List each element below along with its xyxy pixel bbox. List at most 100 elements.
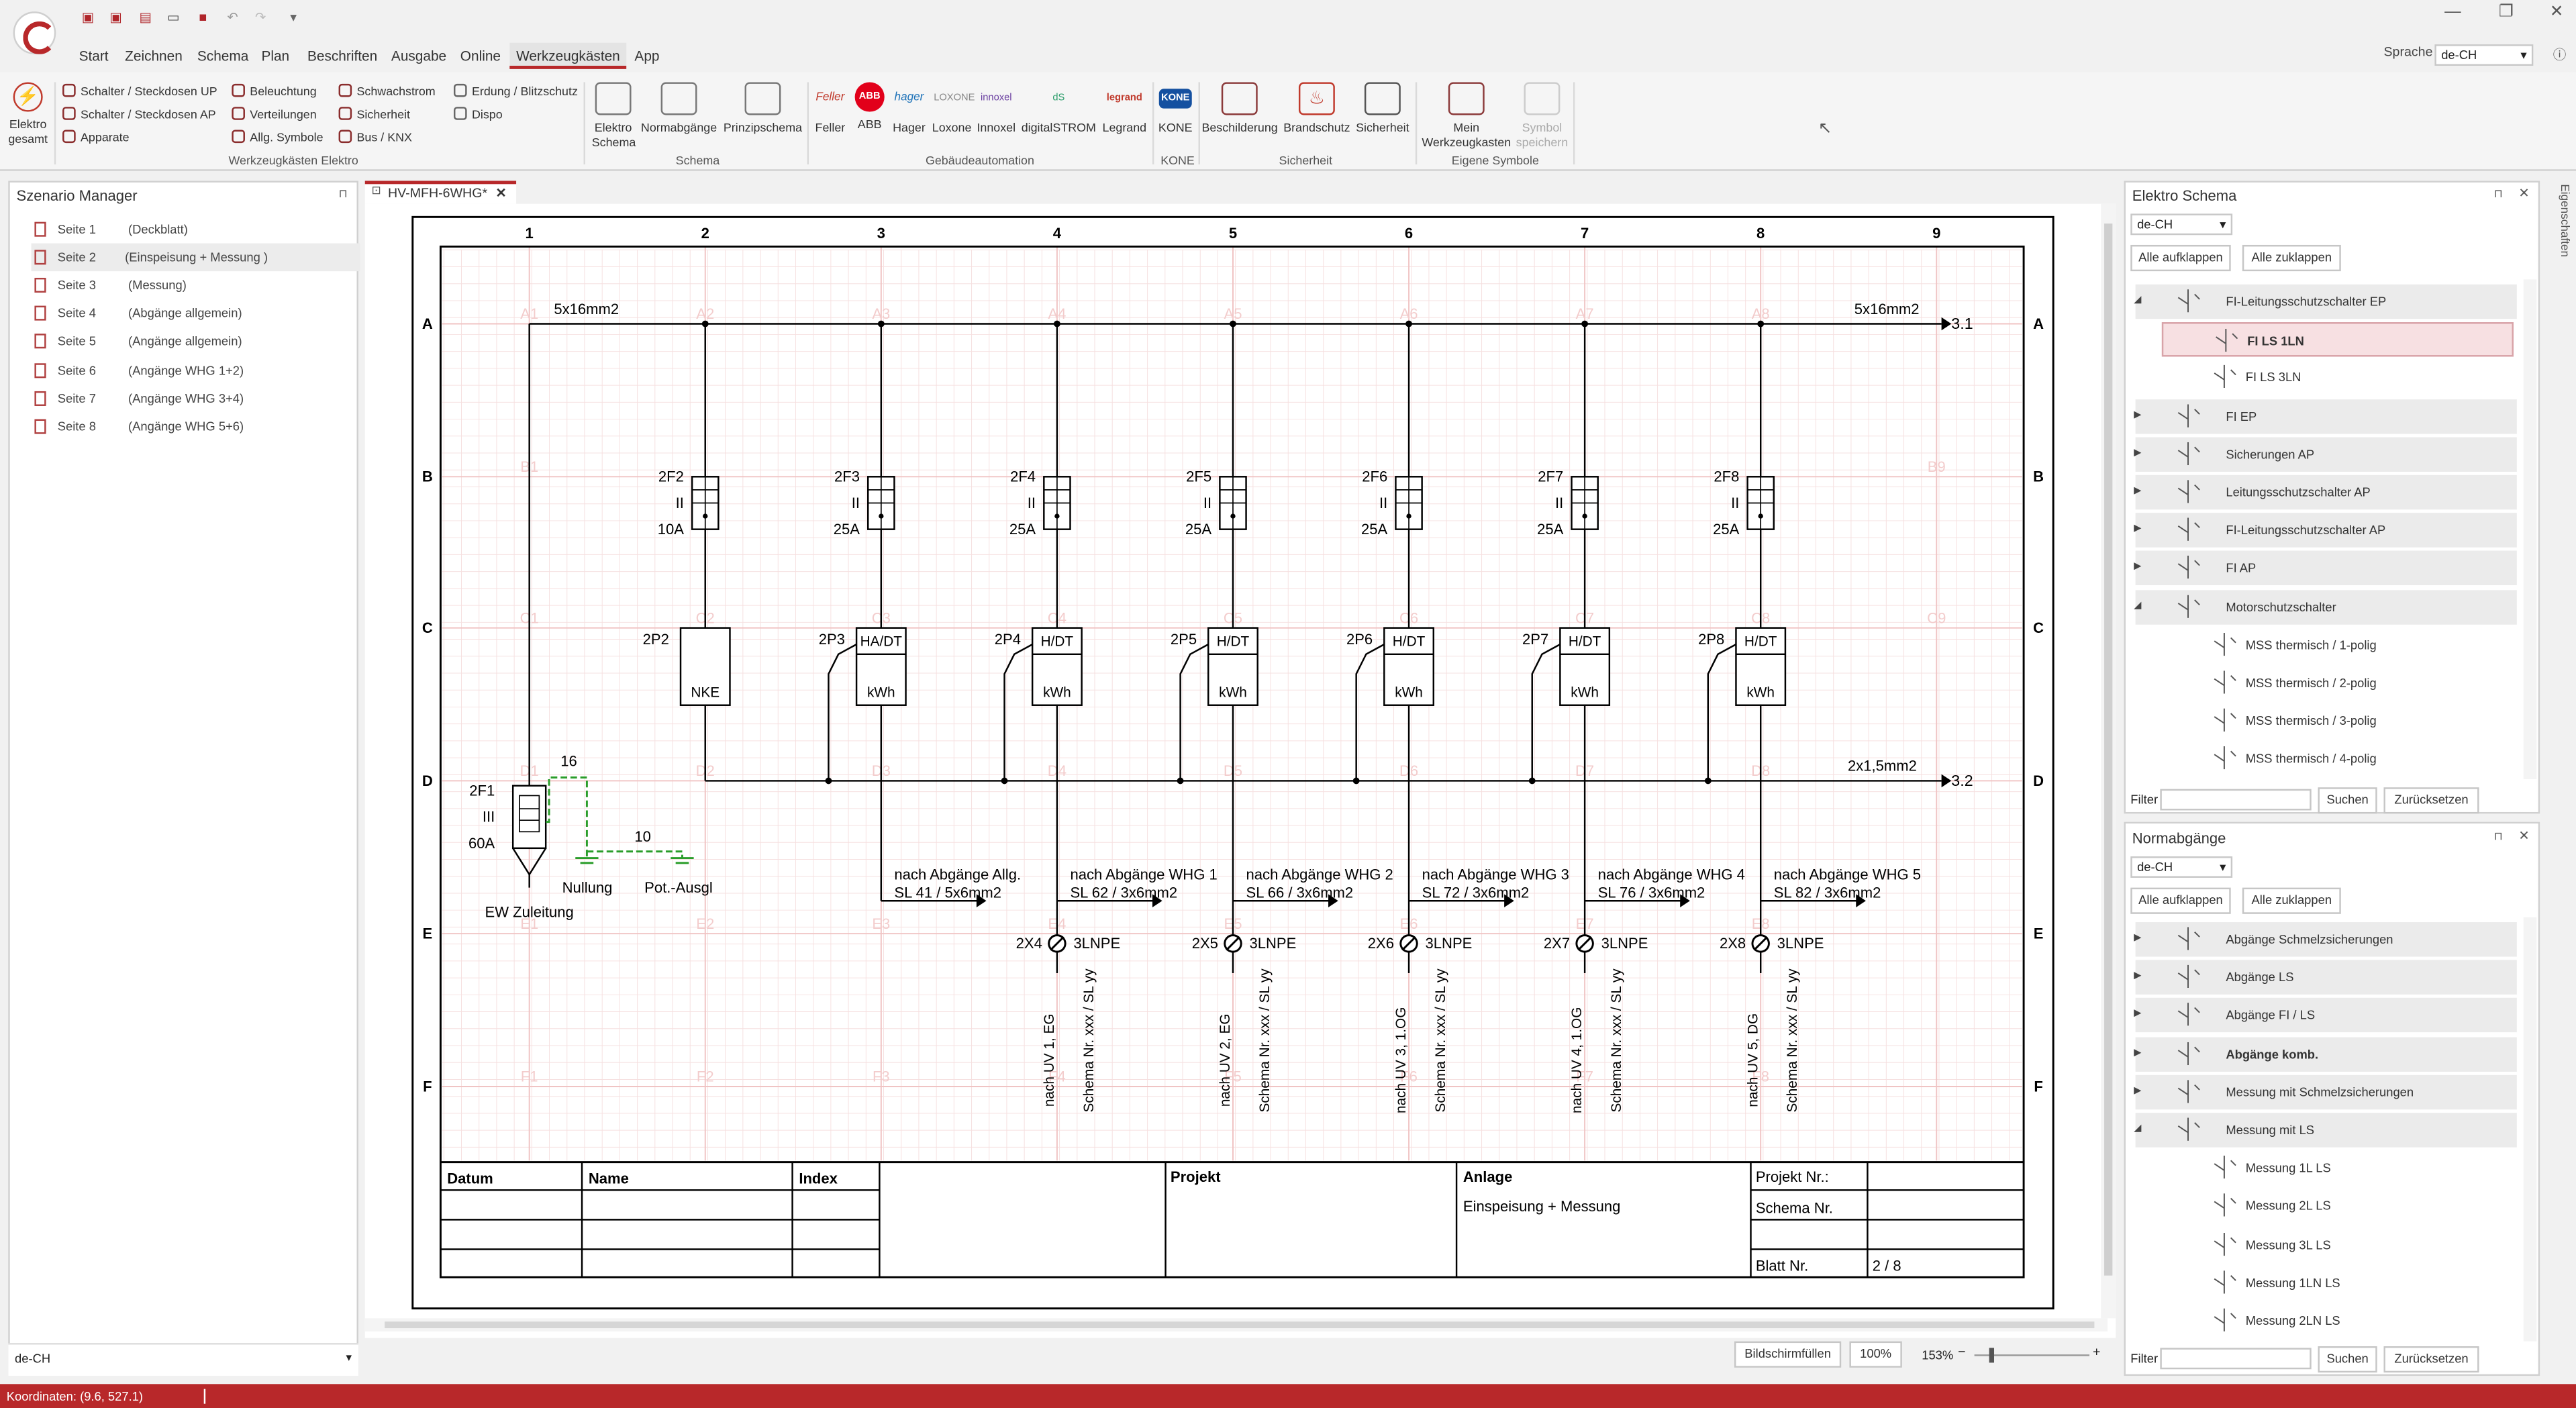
- elektro-reset-button[interactable]: Zurücksetzen: [2383, 787, 2479, 814]
- normabgaenge-tree-item[interactable]: ▶Abgänge FI / LS: [2134, 998, 2517, 1034]
- page-item[interactable]: Seite 8(Angänge WHG 5+6): [34, 412, 363, 440]
- elektro-tree-item[interactable]: MSS thermisch / 3-polig: [2162, 704, 2514, 738]
- collapse-arrow-icon[interactable]: ◢: [2134, 1124, 2142, 1135]
- symbol-speichern-button[interactable]: Symbol speichern: [1516, 82, 1568, 150]
- normabgaenge-tree-item[interactable]: ▶Abgänge komb.: [2134, 1036, 2517, 1071]
- normabgaenge-tree-item[interactable]: ▶Abgänge Schmelzsicherungen: [2134, 922, 2517, 957]
- ribbon-dispo[interactable]: Dispo: [454, 107, 503, 121]
- beschilderung-button[interactable]: Beschilderung: [1201, 82, 1278, 135]
- normabgaenge-tree-item[interactable]: Messung 1L LS: [2162, 1151, 2514, 1185]
- save-as-icon[interactable]: ▣: [109, 9, 122, 25]
- prinzipschema-button[interactable]: Prinzipschema: [724, 82, 803, 135]
- expand-arrow-icon[interactable]: ▶: [2134, 971, 2142, 982]
- open-folder-icon[interactable]: ▭: [167, 9, 180, 25]
- page-item[interactable]: Seite 6(Angänge WHG 1+2): [34, 356, 363, 384]
- menu-app[interactable]: App: [634, 48, 660, 64]
- elektro-tree-item[interactable]: ▶FI EP: [2134, 399, 2517, 434]
- vertical-scrollbar[interactable]: [2101, 203, 2116, 1319]
- collapse-arrow-icon[interactable]: ◢: [2134, 601, 2142, 611]
- menu-ausgabe[interactable]: Ausgabe: [391, 48, 447, 64]
- elektro-tree-item[interactable]: MSS thermisch / 4-polig: [2162, 742, 2514, 776]
- expand-arrow-icon[interactable]: ▶: [2134, 448, 2142, 458]
- close-tab-icon[interactable]: ✕: [495, 185, 507, 201]
- elektro-expand-all-button[interactable]: Alle aufklappen: [2130, 244, 2231, 272]
- close-panel-icon[interactable]: ✕: [2518, 828, 2530, 844]
- ribbon-schalter-ap[interactable]: Schalter / Steckdosen AP: [62, 107, 216, 121]
- elektro-tree-item[interactable]: FI LS 3LN: [2162, 360, 2514, 395]
- document-tab[interactable]: HV-MFH-6WHG*✕: [364, 181, 517, 204]
- elektro-tree-item[interactable]: FI LS 1LN: [2161, 322, 2514, 357]
- ribbon-beleuchtung[interactable]: Beleuchtung: [232, 83, 317, 99]
- elektro-schema-lang-select[interactable]: de-CH▾: [2130, 213, 2233, 236]
- zoom-slider[interactable]: [1974, 1348, 2090, 1363]
- elektro-gesamt-button[interactable]: ⚡ Elektro gesamt: [7, 82, 50, 146]
- expand-arrow-icon[interactable]: ▶: [2134, 1009, 2142, 1020]
- vertical-scroll-thumb[interactable]: [2104, 223, 2113, 1276]
- menu-plan[interactable]: Plan: [261, 48, 290, 64]
- normabgaenge-tree-item[interactable]: ▶Abgänge LS: [2134, 960, 2517, 995]
- expand-arrow-icon[interactable]: ▶: [2134, 1086, 2142, 1097]
- restore-icon[interactable]: ❐: [2498, 3, 2514, 21]
- ribbon-schalter-up[interactable]: Schalter / Steckdosen UP: [62, 83, 217, 99]
- sicherheit-button[interactable]: Sicherheit: [1354, 82, 1410, 135]
- pin-icon[interactable]: ⊓: [2493, 832, 2503, 844]
- mein-werkzeugkasten-button[interactable]: Mein Werkzeugkasten: [1420, 82, 1512, 150]
- normabgaenge-filter-input[interactable]: [2160, 1348, 2312, 1370]
- elektro-tree-item[interactable]: ▶Sicherungen AP: [2134, 437, 2517, 472]
- brandschutz-button[interactable]: ♨Brandschutz: [1282, 82, 1351, 135]
- elektro-tree-item[interactable]: ▶Leitungsschutzschalter AP: [2134, 474, 2517, 510]
- elektro-tree-item[interactable]: MSS thermisch / 2-polig: [2162, 666, 2514, 700]
- save-disk-icon[interactable]: ■: [199, 9, 207, 25]
- properties-side-tab[interactable]: Eigenschaften: [2558, 184, 2570, 258]
- ribbon-apparate[interactable]: Apparate: [62, 130, 130, 145]
- menu-start[interactable]: Start: [79, 48, 109, 64]
- horizontal-scrollbar[interactable]: [364, 1318, 2108, 1331]
- ribbon-erdung[interactable]: Erdung / Blitzschutz: [454, 83, 578, 99]
- horizontal-scroll-thumb[interactable]: [385, 1321, 2095, 1329]
- normabgaenge-tree-item[interactable]: Messung 1LN LS: [2162, 1265, 2514, 1299]
- elektro-collapse-all-button[interactable]: Alle zuklappen: [2242, 244, 2341, 272]
- expand-arrow-icon[interactable]: ▶: [2134, 1048, 2142, 1058]
- elektro-tree-item[interactable]: ▶FI-Leitungsschutzschalter AP: [2134, 513, 2517, 548]
- normabgaenge-collapse-all-button[interactable]: Alle zuklappen: [2242, 887, 2341, 914]
- fit-screen-button[interactable]: Bildschirmfüllen: [1734, 1341, 1842, 1368]
- expand-arrow-icon[interactable]: ▶: [2134, 934, 2142, 944]
- close-panel-icon[interactable]: ✕: [2518, 185, 2530, 201]
- normabgaenge-tree-item[interactable]: ◢Messung mit LS: [2134, 1113, 2517, 1148]
- app-logo[interactable]: [13, 11, 56, 54]
- language-select[interactable]: de-CH▾: [2434, 44, 2534, 66]
- pin-icon[interactable]: ⊓: [2493, 189, 2503, 201]
- elektro-tree-item[interactable]: MSS thermisch / 1-polig: [2162, 627, 2514, 662]
- elektro-search-button[interactable]: Suchen: [2318, 787, 2377, 814]
- elektro-tree-scrollbar[interactable]: [2523, 279, 2537, 779]
- page-item[interactable]: Seite 1(Deckblatt): [34, 215, 363, 244]
- normabgaenge-tree-item[interactable]: Messung 2L LS: [2162, 1189, 2514, 1223]
- pin-icon[interactable]: ⊓: [338, 189, 348, 201]
- menu-beschriften[interactable]: Beschriften: [307, 48, 378, 64]
- zoom-out-icon[interactable]: −: [1958, 1344, 1966, 1360]
- page-item[interactable]: Seite 7(Angänge WHG 3+4): [34, 384, 363, 412]
- normabgaenge-tree-item[interactable]: ▶Messung mit Schmelzsicherungen: [2134, 1074, 2517, 1109]
- normabgaenge-tree-scrollbar[interactable]: [2523, 917, 2537, 1342]
- page-item[interactable]: Seite 5(Angänge allgemein): [34, 328, 363, 356]
- elektro-tree-item[interactable]: ▶FI AP: [2134, 551, 2517, 586]
- zoom-slider-handle[interactable]: [1989, 1348, 1995, 1363]
- normabgaenge-lang-select[interactable]: de-CH▾: [2130, 856, 2233, 878]
- ribbon-schwachstrom[interactable]: Schwachstrom: [338, 83, 436, 99]
- normabgaenge-search-button[interactable]: Suchen: [2318, 1346, 2377, 1373]
- zoom-100-button[interactable]: 100%: [1849, 1341, 1902, 1368]
- expand-arrow-icon[interactable]: ▶: [2134, 486, 2142, 497]
- page-item[interactable]: Seite 2(Einspeisung + Messung ): [31, 243, 360, 272]
- close-window-icon[interactable]: ✕: [2549, 3, 2564, 21]
- menu-online[interactable]: Online: [460, 48, 501, 64]
- expand-arrow-icon[interactable]: ▶: [2134, 410, 2142, 421]
